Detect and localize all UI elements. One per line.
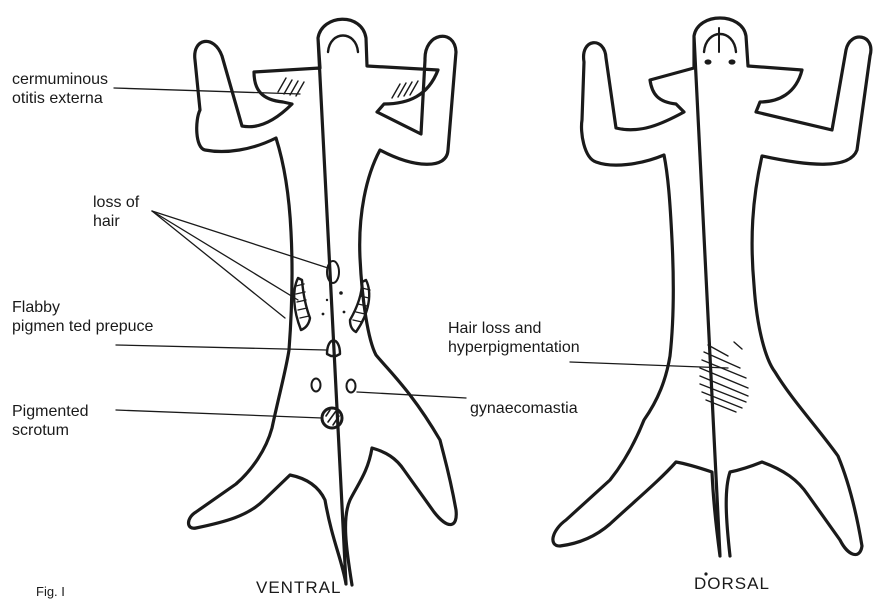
prepuce-label: Flabby pigmen ted prepuce [12, 298, 153, 336]
otitis-label-line1: cermuminous [12, 70, 108, 89]
dorsal-eye-left [705, 59, 712, 64]
nipple-left [312, 379, 321, 392]
ventral-caption: VENTRAL [256, 578, 341, 598]
dorsal-hatch-patch [700, 342, 748, 412]
otitis-label-line2: otitis externa [12, 89, 108, 108]
otitis-label: cermuminous otitis externa [12, 70, 108, 108]
ventral-body-outline [189, 19, 457, 585]
hair-loss-label-line1: loss of [93, 193, 139, 212]
dorsal-leader-line [570, 362, 728, 368]
scrotum-label: Pigmented scrotum [12, 402, 89, 440]
dorsal-hair-loss-label-line2: hyperpigmentation [448, 338, 580, 357]
gynaecomastia-label: gynaecomastia [470, 399, 578, 418]
ventral-leader-lines [114, 88, 466, 418]
scrotum-label-line2: scrotum [12, 421, 89, 440]
hair-loss-label: loss of hair [93, 193, 139, 231]
prepuce-label-line2: pigmen ted prepuce [12, 317, 153, 336]
left-flank-patch [294, 278, 310, 330]
dorsal-hair-loss-label: Hair loss and hyperpigmentation [448, 319, 580, 357]
dorsal-body-outline [553, 18, 871, 556]
hair-loss-label-line2: hair [93, 212, 139, 231]
dorsal-hair-loss-label-line1: Hair loss and [448, 319, 580, 338]
dorsal-caption: DORSAL [694, 574, 770, 594]
scrotum-label-line1: Pigmented [12, 402, 89, 421]
dorsal-eye-right [729, 59, 736, 64]
nipple-right [347, 380, 356, 393]
ear-hatching [278, 78, 418, 98]
ventral-head-arc [328, 36, 358, 53]
prepuce-label-line1: Flabby [12, 298, 153, 317]
figure-caption: Fig. I [36, 584, 65, 599]
